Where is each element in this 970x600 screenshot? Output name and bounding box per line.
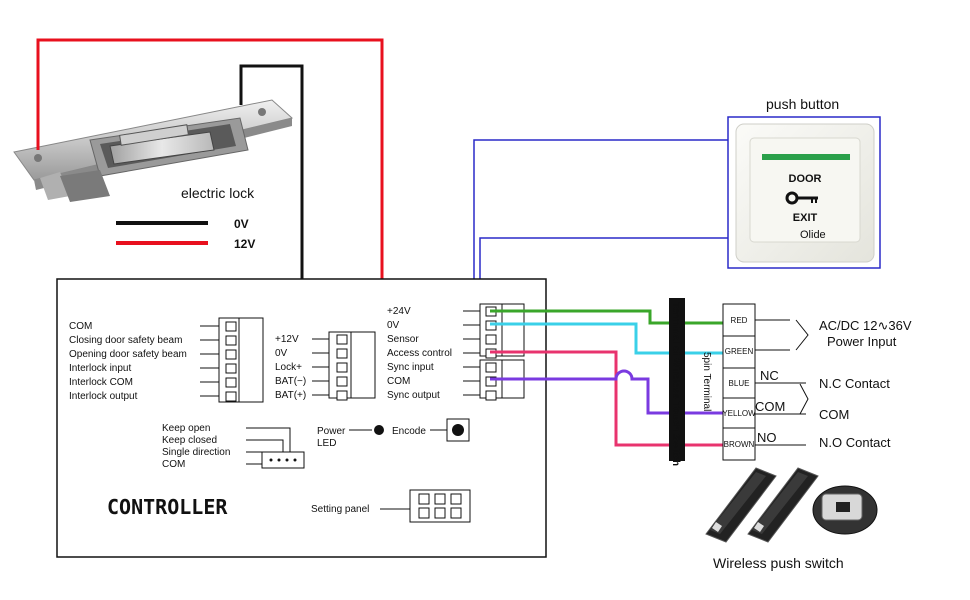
left-terminal-slot [225, 321, 237, 332]
power-terminal-block [328, 331, 376, 399]
right-terminal-label: COM [387, 376, 410, 387]
right-terminal-slot [485, 334, 497, 345]
door-label: DOOR [789, 173, 822, 185]
power-led-indicator [374, 425, 384, 435]
encode-label: Encode [392, 426, 426, 437]
led-label: LED [317, 438, 336, 449]
exit-label: EXIT [793, 212, 818, 224]
left-terminal-slot [225, 363, 237, 374]
left-terminal-label: Interlock input [69, 363, 131, 374]
five-pin-terminal [722, 303, 756, 461]
power-terminal-slot [336, 362, 348, 373]
left-terminal-label: Closing door safety beam [69, 335, 182, 346]
electric-lock-image [13, 99, 294, 202]
dip-switch-connector [261, 451, 305, 469]
right-terminal-label: Sync output [387, 390, 440, 401]
nc-label: NC [760, 368, 779, 383]
switch-label: Keep closed [162, 435, 217, 446]
power-input-line2: Power Input [827, 334, 897, 349]
green-wire [490, 309, 726, 325]
lock-title: electric lock [181, 185, 255, 201]
power-terminal-slot [336, 334, 348, 345]
power-terminal-label: 0V [275, 348, 288, 359]
contact-bracket [799, 383, 809, 415]
switch-label: Single direction [162, 447, 230, 458]
terminal-vertical-label: Terminal of Wireless Touch Switch [670, 302, 681, 466]
power-terminal-label: BAT(−) [275, 376, 306, 387]
left-terminal-slot [225, 349, 237, 360]
switch-leader [246, 439, 284, 452]
left-terminal-label: COM [69, 321, 92, 332]
push-button-led-strip [762, 154, 850, 160]
switch-leader [246, 427, 291, 452]
pin-terminal-label: 5pin Terminal [701, 352, 712, 411]
right-terminal-slot [485, 362, 497, 373]
pin-label: GREEN [725, 347, 754, 356]
power-terminal-label: BAT(+) [275, 390, 306, 401]
no-label: NO [757, 430, 777, 445]
legend-12v-label: 12V [234, 237, 255, 251]
left-terminal-slot [225, 377, 237, 388]
power-input-line1: AC/DC 12∿36V [819, 318, 912, 333]
watermark: Olide [800, 229, 826, 241]
pin-label: YELLOW [722, 409, 756, 418]
right-terminal-label: Sensor [387, 334, 419, 345]
power-terminal-label: Lock+ [275, 362, 302, 373]
right-terminal-label: +24V [387, 306, 411, 317]
setting-panel-label: Setting panel [311, 504, 369, 515]
left-terminal-label: Interlock output [69, 391, 138, 402]
com-label: COM [755, 399, 785, 414]
pin-label: RED [731, 316, 748, 325]
left-terminal-slot [225, 335, 237, 346]
pin-label: BLUE [729, 379, 750, 388]
setting-panel-connector[interactable] [409, 489, 471, 523]
wireless-switch-image [705, 467, 878, 543]
terminal-vertical-bar [669, 298, 685, 461]
left-terminal-label: Interlock COM [69, 377, 133, 388]
power-terminal-label: +12V [275, 334, 299, 345]
right-terminal-slot [485, 390, 497, 401]
purple-wire [490, 369, 726, 415]
controller-title: CONTROLLER [107, 495, 228, 519]
right-terminal-label: 0V [387, 320, 400, 331]
left-terminal-label: Opening door safety beam [69, 349, 187, 360]
left-terminal-slot [225, 391, 237, 402]
pin-label: BROWN [724, 440, 755, 449]
switch-label: COM [162, 459, 185, 470]
right-terminal-label: Access control [387, 348, 452, 359]
wireless-switch-title: Wireless push switch [713, 555, 844, 571]
push-button-face [749, 137, 861, 243]
legend-0v-label: 0V [234, 217, 249, 231]
com-out-label: COM [819, 407, 849, 422]
power-terminal-slot [336, 348, 348, 359]
encode-knob[interactable] [452, 424, 464, 436]
key-icon [785, 191, 818, 205]
switch-label: Keep open [162, 423, 210, 434]
nc-contact-label: N.C Contact [819, 376, 890, 391]
push-button-title: push button [766, 96, 839, 112]
power-bracket [795, 319, 809, 351]
power-terminal-slot [336, 390, 348, 401]
power-terminal-slot [336, 376, 348, 387]
right-terminal-slot [485, 376, 497, 387]
right-terminal-label: Sync input [387, 362, 434, 373]
power-label: Power [317, 426, 346, 437]
no-contact-label: N.O Contact [819, 435, 891, 450]
